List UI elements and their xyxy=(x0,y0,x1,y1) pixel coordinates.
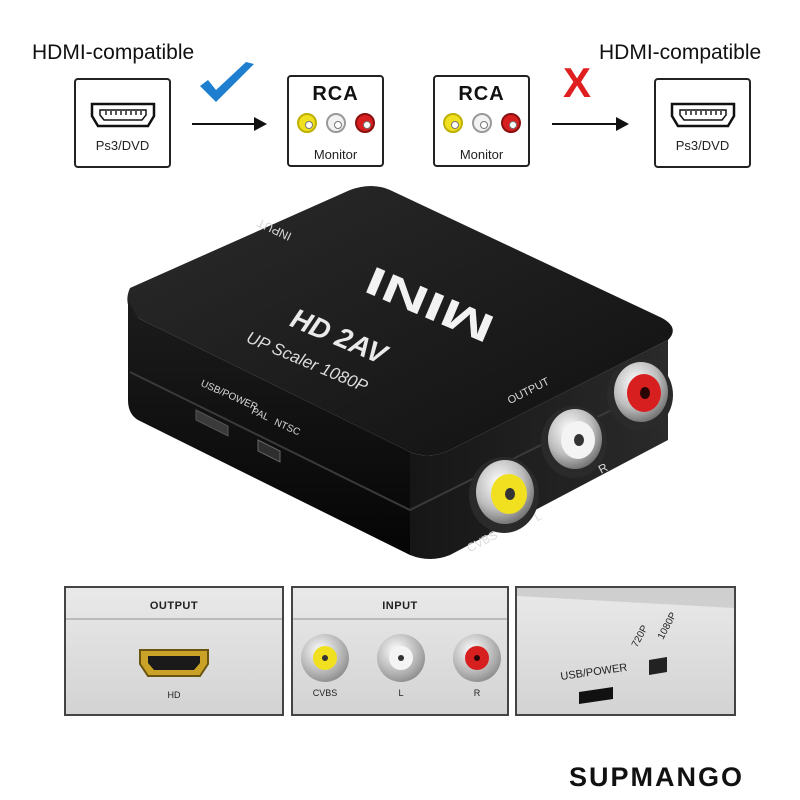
hdmi-port-icon xyxy=(670,102,736,128)
left-hdmi-caption: HDMI-compatible xyxy=(32,41,195,64)
rca-jack-red xyxy=(607,359,673,431)
yellow-jack-icon xyxy=(297,113,317,133)
device-port-l: L xyxy=(532,509,545,525)
input-port-l: L xyxy=(398,688,404,698)
red-jack-icon xyxy=(355,113,375,133)
input-port-cvbs: CVBS xyxy=(312,688,338,698)
target-hdmi-box: Ps3/DVD xyxy=(654,78,751,168)
mini-usb-port-icon xyxy=(579,687,613,704)
white-jack-icon xyxy=(472,113,492,133)
output-detail-panel: OUTPUT HD xyxy=(64,586,284,716)
target-box-label: Ps3/DVD xyxy=(675,138,730,153)
rca-title: RCA xyxy=(312,83,359,105)
power-switch-720p: 720P xyxy=(630,623,651,649)
power-detail-panel: USB/POWER 720P 1080P xyxy=(515,586,736,716)
output-port-label: HD xyxy=(167,690,181,700)
switch-icon xyxy=(257,439,281,463)
brand-watermark: SUPMANGO xyxy=(569,762,745,792)
resolution-switch-icon xyxy=(649,657,667,675)
arrow-line xyxy=(552,123,618,125)
cross-icon: X xyxy=(563,59,592,106)
monitor-label: Monitor xyxy=(459,147,504,162)
input-detail-panel: INPUT CVBS L R xyxy=(291,586,509,716)
source-box-label: Ps3/DVD xyxy=(95,138,150,153)
rca-monitor-box-2: RCA Monitor xyxy=(433,75,530,167)
right-hdmi-caption: HDMI-compatible xyxy=(599,41,762,64)
red-jack-icon xyxy=(501,113,521,133)
arrow-right-icon xyxy=(254,117,267,131)
arrow-right-icon xyxy=(616,117,629,131)
output-panel-title: OUTPUT xyxy=(149,600,199,612)
yellow-jack-icon xyxy=(443,113,463,133)
hdmi-port-icon xyxy=(139,649,209,677)
rca-jack-yellow xyxy=(469,457,539,533)
usb-port-icon xyxy=(195,409,229,437)
white-jack-icon xyxy=(377,634,425,682)
input-port-r: R xyxy=(473,688,481,698)
power-switch-1080p: 1080P xyxy=(656,610,679,641)
yellow-jack-icon xyxy=(301,634,349,682)
device-left-face xyxy=(128,300,410,555)
rca-monitor-box-1: RCA Monitor xyxy=(287,75,384,167)
arrow-line xyxy=(192,123,256,125)
device-top-face xyxy=(127,186,673,456)
input-panel-title: INPUT xyxy=(382,600,418,612)
hdmi-port-icon xyxy=(90,102,156,128)
checkmark-icon xyxy=(200,62,254,102)
white-jack-icon xyxy=(326,113,346,133)
rca-jack-white xyxy=(541,406,607,478)
source-hdmi-box: Ps3/DVD xyxy=(74,78,171,168)
rca-title: RCA xyxy=(458,83,505,105)
power-usb-label: USB/POWER xyxy=(560,662,628,683)
monitor-label: Monitor xyxy=(313,147,358,162)
red-jack-icon xyxy=(453,634,501,682)
